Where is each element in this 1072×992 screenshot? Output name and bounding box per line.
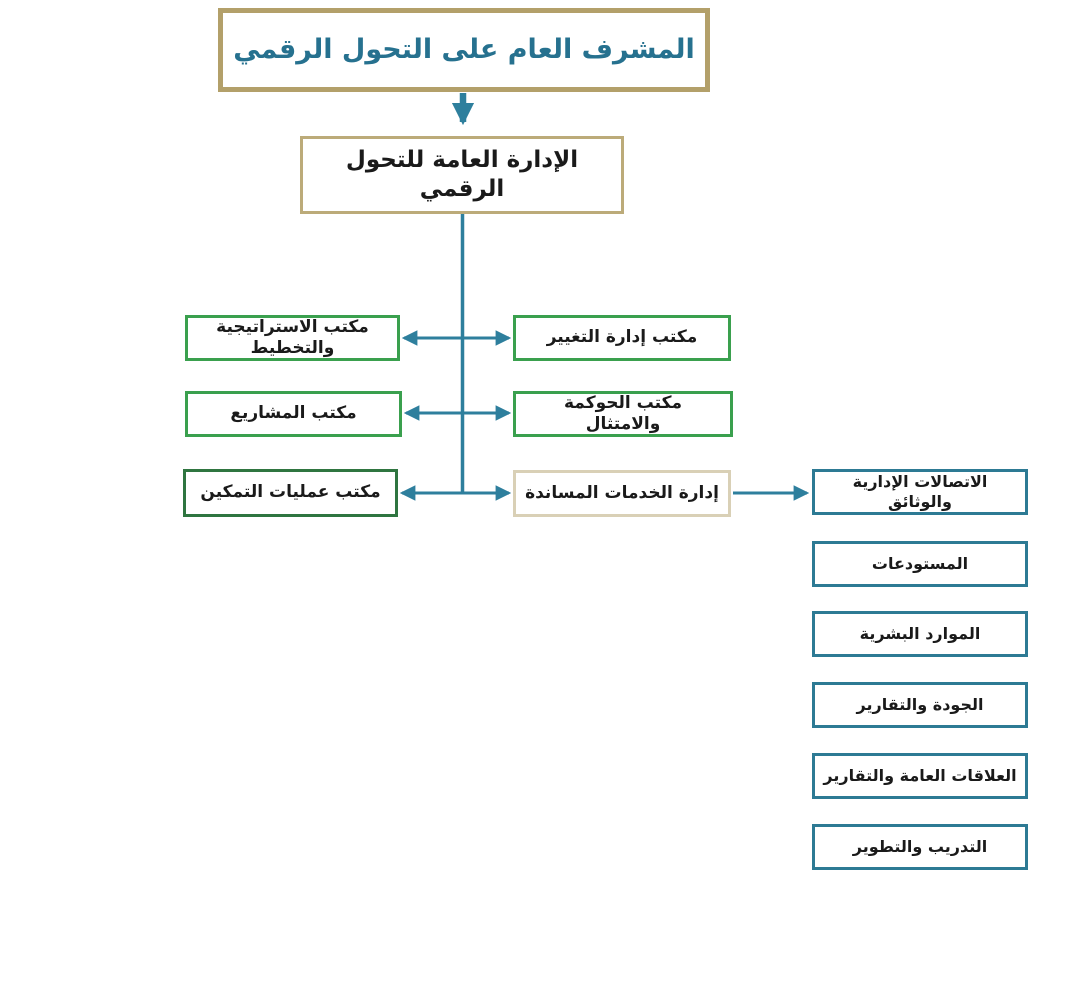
node-office-governance-compliance-label: مكتب الحوكمة والامتثال xyxy=(564,392,682,434)
node-quality-reports: الجودة والتقارير xyxy=(812,682,1028,728)
node-office-strategy-planning: مكتب الاستراتيجية والتخطيط xyxy=(185,315,400,361)
node-warehouses: المستودعات xyxy=(812,541,1028,587)
node-office-enablement-operations-label: مكتب عمليات التمكين xyxy=(200,482,381,503)
node-office-projects-label: مكتب المشاريع xyxy=(230,403,357,424)
node-office-governance-compliance: مكتب الحوكمة والامتثال xyxy=(513,391,733,437)
node-human-resources-label: الموارد البشرية xyxy=(859,624,981,643)
node-human-resources: الموارد البشرية xyxy=(812,611,1028,657)
node-office-strategy-planning-label: مكتب الاستراتيجية والتخطيط xyxy=(216,316,369,358)
node-general-directorate-label: الإدارة العامة للتحول الرقمي xyxy=(345,147,579,202)
node-admin-communications-documents-label: الاتصالات الإدارية والوثائق xyxy=(852,472,988,511)
node-public-relations-reports: العلاقات العامة والتقارير xyxy=(812,753,1028,799)
node-warehouses-label: المستودعات xyxy=(871,554,969,573)
node-general-directorate: الإدارة العامة للتحول الرقمي xyxy=(300,136,624,214)
node-training-development-label: التدريب والتطوير xyxy=(852,837,988,856)
node-general-supervisor: المشرف العام على التحول الرقمي xyxy=(218,8,710,92)
node-office-projects: مكتب المشاريع xyxy=(185,391,402,437)
node-quality-reports-label: الجودة والتقارير xyxy=(856,695,984,714)
node-support-services-directorate-label: إدارة الخدمات المساندة xyxy=(525,482,719,503)
node-office-change-management: مكتب إدارة التغيير xyxy=(513,315,731,361)
node-general-supervisor-label: المشرف العام على التحول الرقمي xyxy=(233,34,695,66)
node-admin-communications-documents: الاتصالات الإدارية والوثائق xyxy=(812,469,1028,515)
node-office-change-management-label: مكتب إدارة التغيير xyxy=(546,327,698,348)
node-office-enablement-operations: مكتب عمليات التمكين xyxy=(183,469,398,517)
node-training-development: التدريب والتطوير xyxy=(812,824,1028,870)
node-support-services-directorate: إدارة الخدمات المساندة xyxy=(513,470,731,517)
node-public-relations-reports-label: العلاقات العامة والتقارير xyxy=(823,766,1017,785)
